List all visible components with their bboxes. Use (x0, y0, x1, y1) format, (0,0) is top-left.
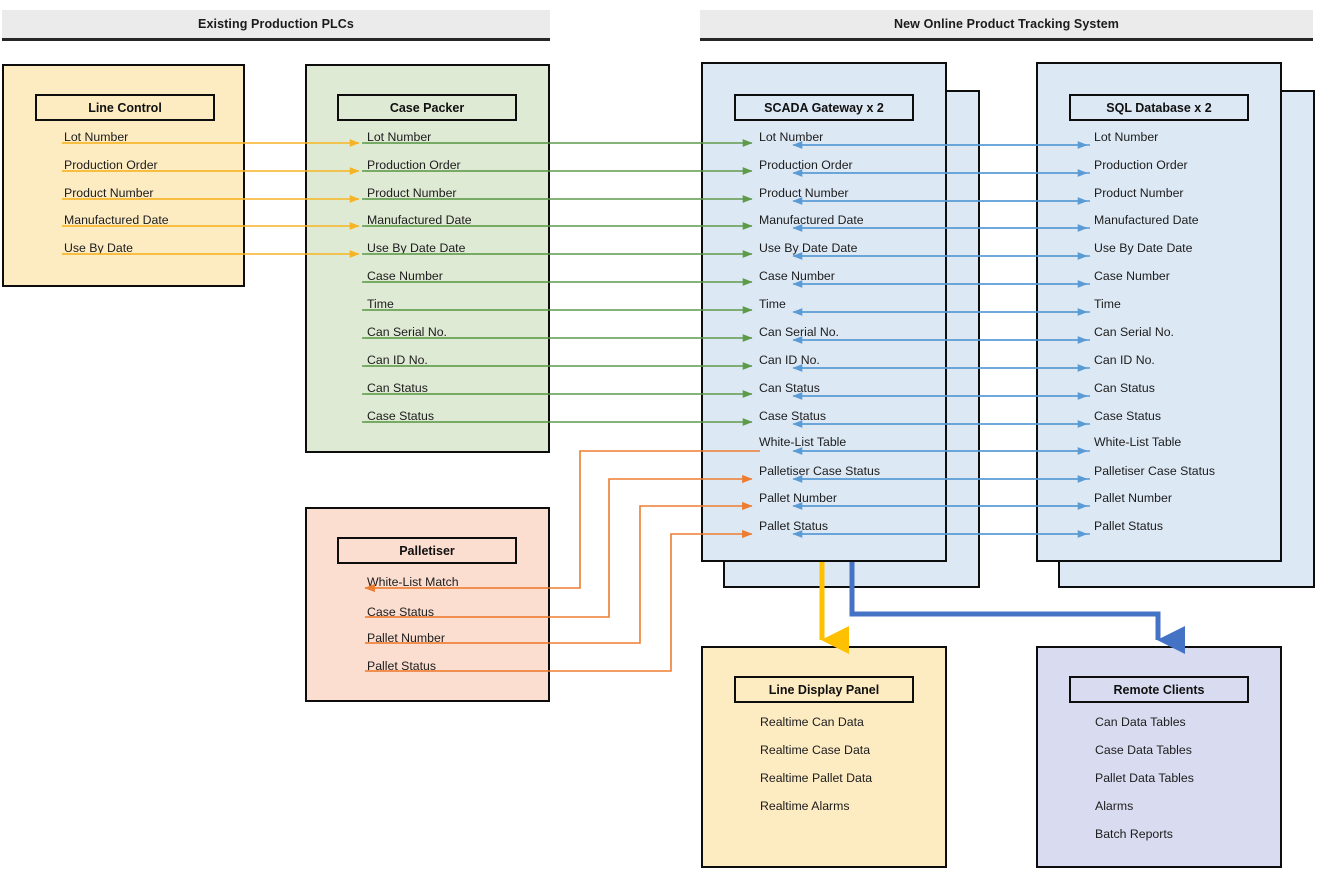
list-item: Time (759, 297, 786, 311)
list-item: Production Order (64, 158, 158, 172)
list-item: Product Number (64, 186, 154, 200)
list-item: Palletiser Case Status (759, 464, 880, 478)
block-case-packer-title: Case Packer (337, 94, 517, 121)
list-item: White-List Match (367, 575, 459, 589)
group-header-existing-plcs: Existing Production PLCs (2, 10, 550, 41)
block-scada-gateway-title: SCADA Gateway x 2 (734, 94, 914, 121)
group-header-new-tracking-system: New Online Product Tracking System (700, 10, 1313, 41)
list-item: Realtime Alarms (760, 799, 850, 813)
list-item: Can Serial No. (367, 325, 447, 339)
block-case-packer[interactable]: Case Packer Lot Number Production Order … (305, 64, 550, 453)
list-item: Alarms (1095, 799, 1134, 813)
group-header-new-tracking-system-label: New Online Product Tracking System (894, 17, 1119, 31)
list-item: Case Status (1094, 409, 1161, 423)
block-line-control-title: Line Control (35, 94, 215, 121)
list-item: Use By Date Date (1094, 241, 1193, 255)
list-item: Pallet Data Tables (1095, 771, 1194, 785)
list-item: Realtime Pallet Data (760, 771, 873, 785)
block-scada-gateway[interactable]: SCADA Gateway x 2 Lot Number Production … (701, 62, 947, 562)
list-item: Lot Number (367, 130, 432, 144)
block-remote-clients-title-label: Remote Clients (1113, 682, 1205, 697)
list-item: Can Status (1094, 381, 1155, 395)
block-line-control[interactable]: Line Control Lot Number Production Order… (2, 64, 245, 287)
list-item: Can Data Tables (1095, 715, 1186, 729)
block-line-display-panel-title: Line Display Panel (734, 676, 914, 703)
list-item: Product Number (367, 186, 457, 200)
list-item: Case Status (759, 409, 826, 423)
block-sql-database-title-label: SQL Database x 2 (1106, 100, 1212, 115)
list-item: Lot Number (64, 130, 129, 144)
list-item: Manufactured Date (759, 213, 864, 227)
block-sql-database[interactable]: SQL Database x 2 Lot Number Production O… (1036, 62, 1282, 562)
list-item: Realtime Case Data (760, 743, 871, 757)
block-line-control-title-label: Line Control (88, 100, 162, 115)
block-palletiser-title-label: Palletiser (399, 543, 455, 558)
block-remote-clients[interactable]: Remote Clients Can Data Tables Case Data… (1036, 646, 1282, 868)
list-item: Manufactured Date (1094, 213, 1199, 227)
list-item: Pallet Status (759, 519, 829, 533)
list-item: Case Number (367, 269, 443, 283)
block-palletiser[interactable]: Palletiser White-List Match Case Status … (305, 507, 550, 702)
list-item: Production Order (759, 158, 853, 172)
list-item: White-List Table (759, 435, 847, 449)
list-item: Time (1094, 297, 1121, 311)
group-header-existing-plcs-label: Existing Production PLCs (198, 17, 354, 31)
list-item: Pallet Number (1094, 491, 1172, 505)
list-item: Lot Number (759, 130, 824, 144)
list-item: Time (367, 297, 394, 311)
list-item: Can Serial No. (1094, 325, 1174, 339)
list-item: Can ID No. (1094, 353, 1155, 367)
list-item: Case Status (367, 605, 434, 619)
list-item: Product Number (1094, 186, 1184, 200)
list-item: Palletiser Case Status (1094, 464, 1215, 478)
list-item: Can Serial No. (759, 325, 839, 339)
list-item: Pallet Status (367, 659, 437, 673)
list-item: Case Status (367, 409, 434, 423)
list-item: Case Number (759, 269, 835, 283)
list-item: Can Status (759, 381, 820, 395)
list-item: Pallet Status (1094, 519, 1164, 533)
list-item: Use By Date Date (367, 241, 466, 255)
list-item: Use By Date Date (759, 241, 858, 255)
list-item: Can Status (367, 381, 428, 395)
list-item: Realtime Can Data (760, 715, 864, 729)
list-item: Can ID No. (367, 353, 428, 367)
block-case-packer-title-label: Case Packer (389, 100, 465, 115)
list-item: Product Number (759, 186, 849, 200)
list-item: Pallet Number (759, 491, 837, 505)
list-item: White-List Table (1094, 435, 1182, 449)
list-item: Production Order (367, 158, 461, 172)
block-line-display-panel[interactable]: Line Display Panel Realtime Can Data Rea… (701, 646, 947, 868)
list-item: Lot Number (1094, 130, 1159, 144)
block-sql-database-title: SQL Database x 2 (1069, 94, 1249, 121)
list-item: Case Data Tables (1095, 743, 1192, 757)
list-item: Pallet Number (367, 631, 445, 645)
list-item: Production Order (1094, 158, 1188, 172)
list-item: Case Number (1094, 269, 1170, 283)
list-item: Use By Date (64, 241, 134, 255)
list-item: Manufactured Date (367, 213, 472, 227)
block-line-display-panel-title-label: Line Display Panel (768, 682, 880, 697)
block-scada-gateway-title-label: SCADA Gateway x 2 (764, 100, 884, 115)
block-palletiser-title: Palletiser (337, 537, 517, 564)
block-remote-clients-title: Remote Clients (1069, 676, 1249, 703)
list-item: Can ID No. (759, 353, 820, 367)
list-item: Manufactured Date (64, 213, 169, 227)
list-item: Batch Reports (1095, 827, 1173, 841)
